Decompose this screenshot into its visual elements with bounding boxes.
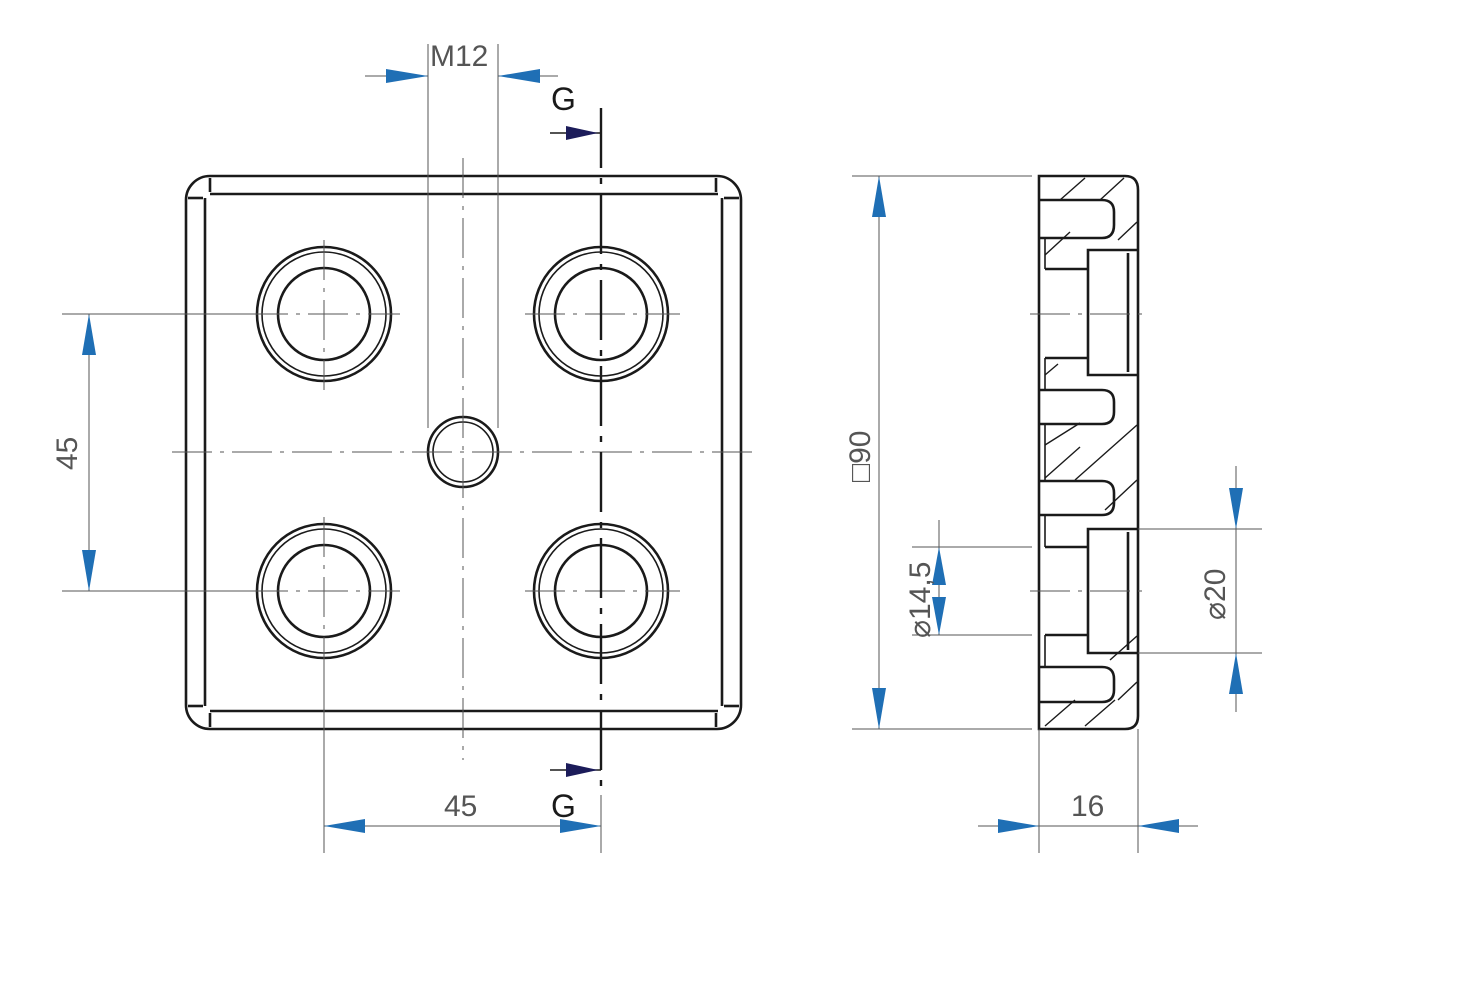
size-arrow-top	[872, 176, 886, 217]
pitch-horizontal-label: 45	[444, 790, 477, 823]
side-view: □90 ⌀14,5 ⌀20 16	[844, 174, 1262, 853]
thickness-arrow-left	[998, 819, 1039, 833]
bore-small-arrow-top	[932, 547, 946, 585]
bore-large-arrow-bottom	[1229, 653, 1243, 694]
bore-small-label: ⌀14,5	[904, 562, 937, 638]
section-label-top: G	[551, 81, 576, 117]
m12-arrow-right	[498, 69, 540, 83]
pitch-v-arrow-bottom	[82, 550, 96, 591]
section-label-bottom: G	[551, 788, 576, 824]
front-view: G G M12 45 45	[51, 40, 760, 853]
size-label: □90	[844, 431, 877, 483]
pitch-vertical-label: 45	[51, 437, 84, 470]
pitch-v-arrow-top	[82, 314, 96, 355]
bore-large-label: ⌀20	[1199, 569, 1232, 620]
thickness-label: 16	[1071, 790, 1104, 823]
m12-arrow-left	[386, 69, 428, 83]
thread-dimension-label: M12	[430, 40, 488, 73]
bore-small-arrow-bottom	[932, 597, 946, 635]
size-arrow-bottom	[872, 688, 886, 729]
bore-large-arrow-top	[1229, 488, 1243, 529]
section-hatch	[1044, 177, 1138, 727]
pitch-h-arrow-right	[560, 819, 601, 833]
pitch-h-arrow-left	[324, 819, 365, 833]
side-outline	[1037, 174, 1140, 731]
thickness-arrow-right	[1138, 819, 1179, 833]
